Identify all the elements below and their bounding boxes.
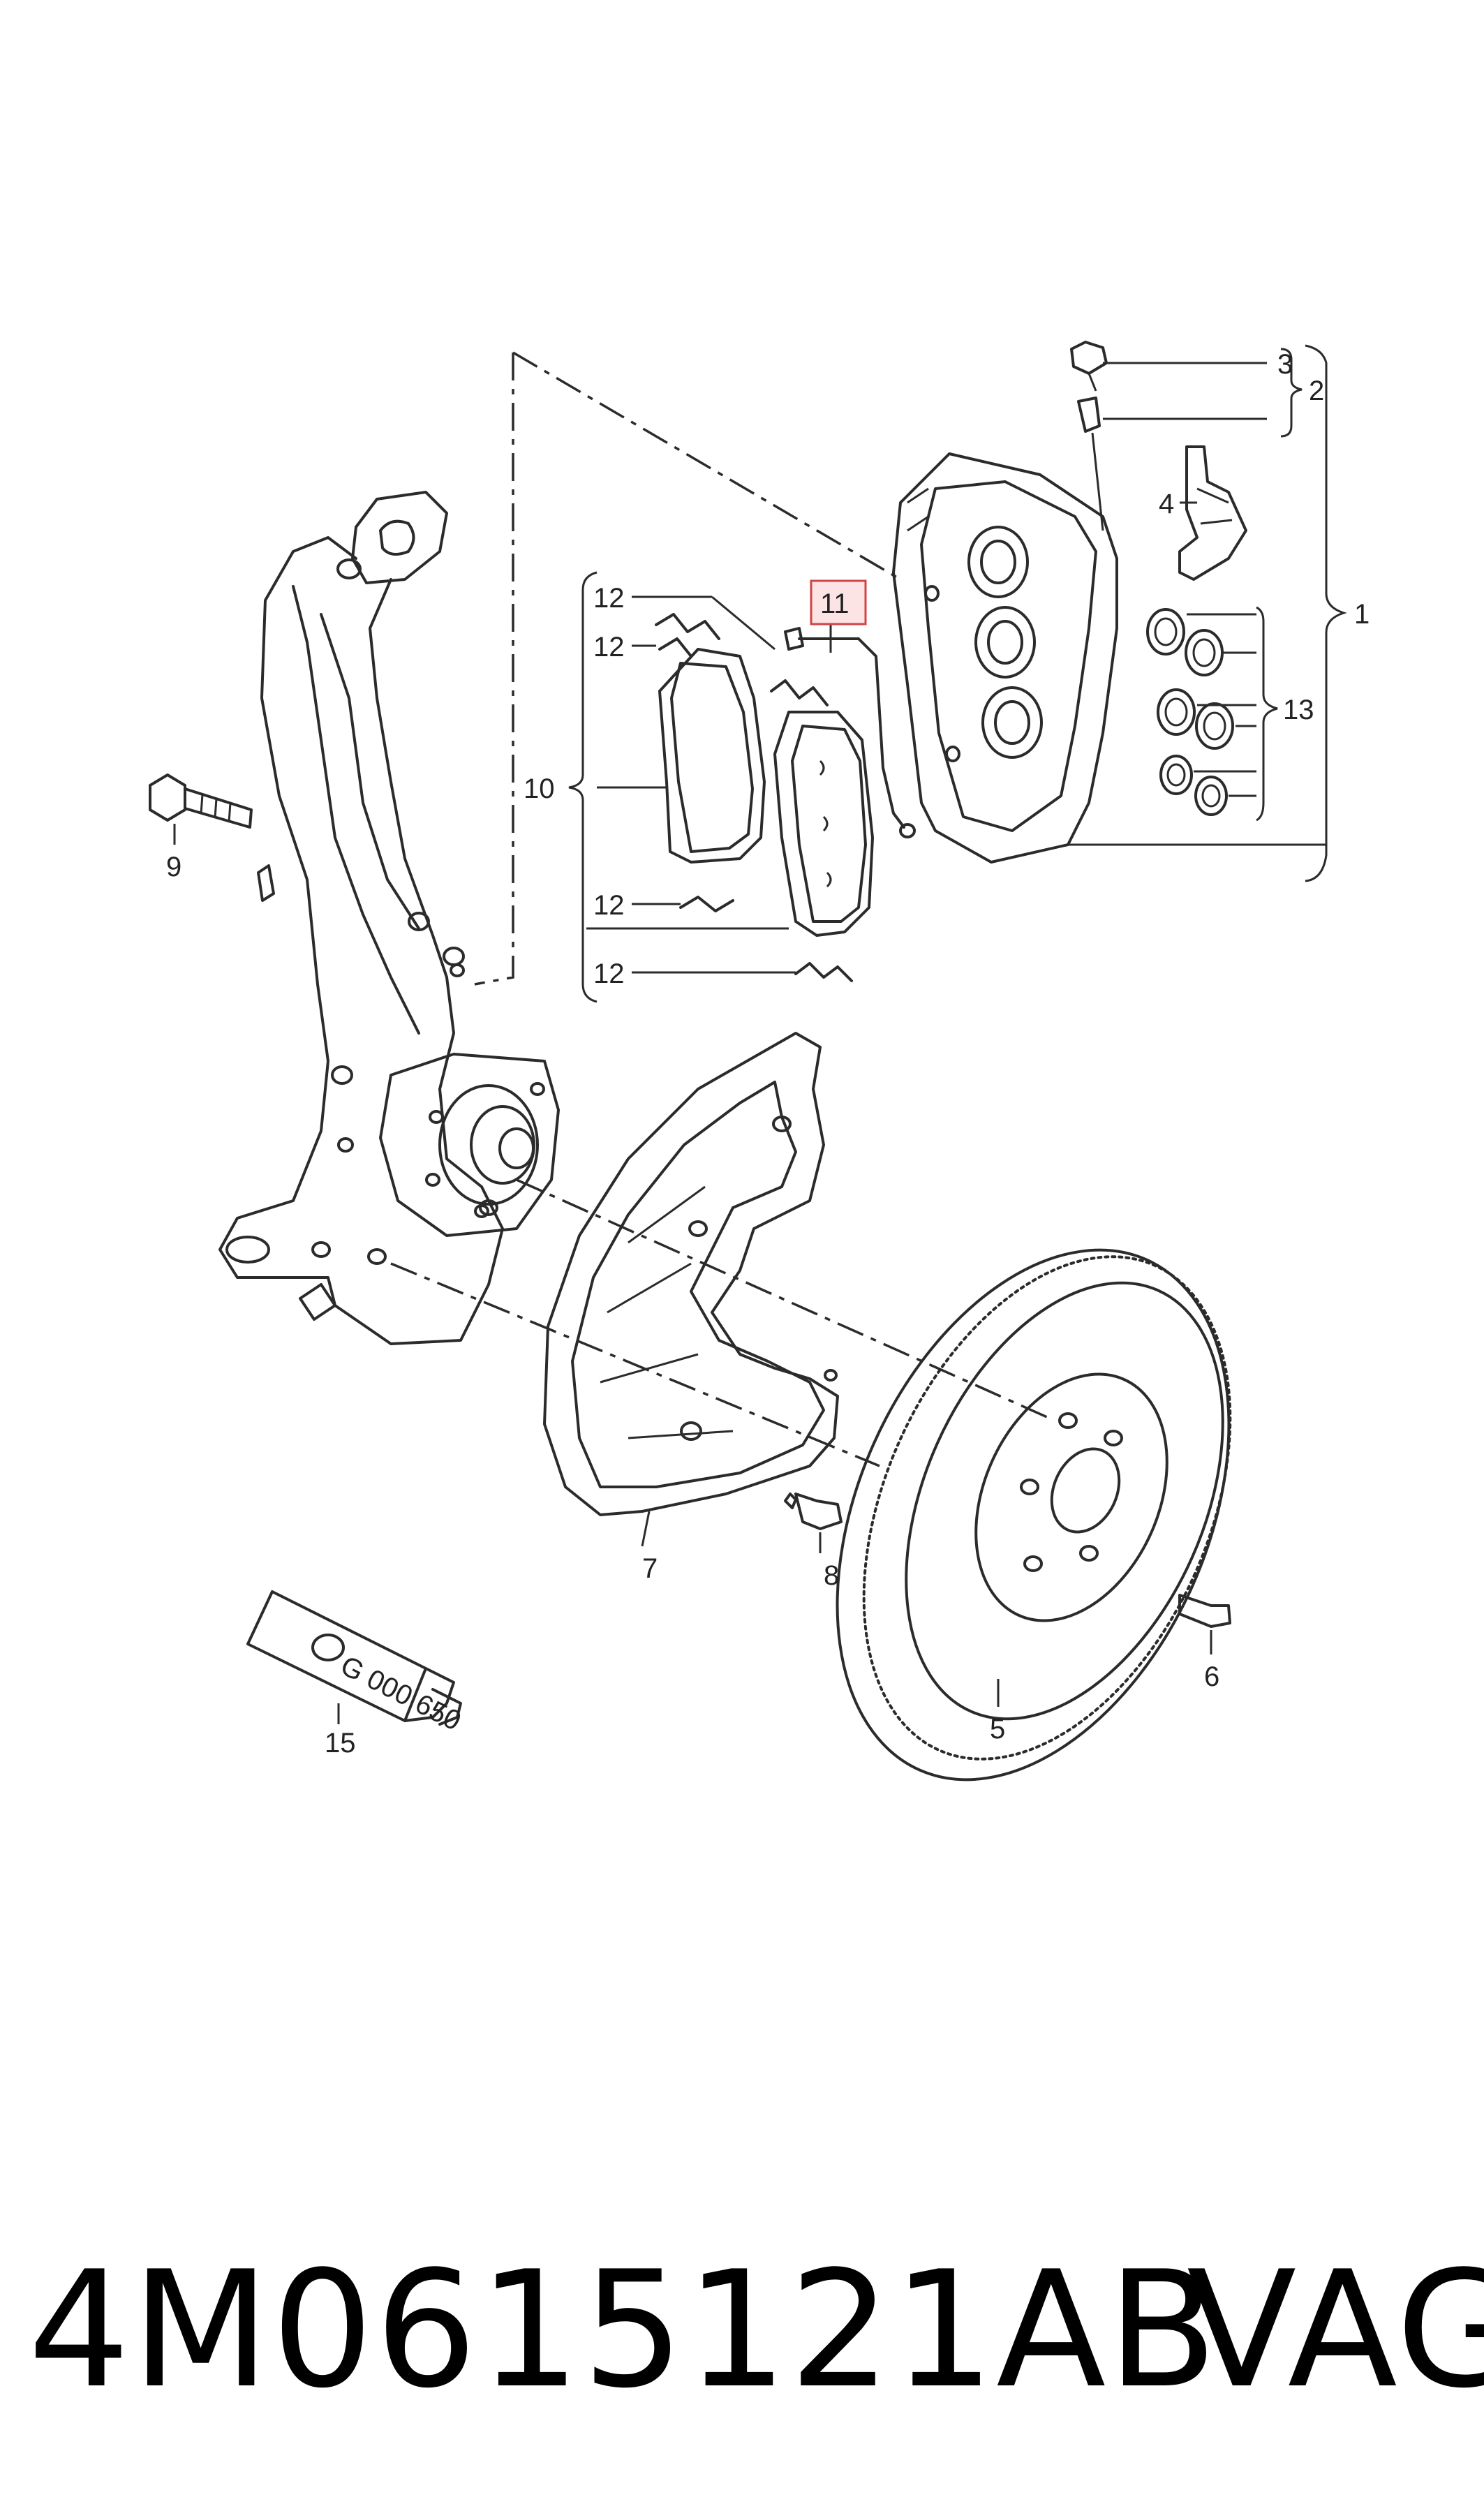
callout-11: 11 — [820, 588, 849, 619]
steering-knuckle — [218, 491, 560, 1345]
assembly-lines — [390, 351, 1048, 1467]
leader-lines — [568, 344, 1347, 1003]
callout-12-bottom: 12 — [593, 958, 625, 989]
callout-labels: 3 2 4 1 13 12 12 10 12 12 11 9 7 8 6 5 1… — [166, 349, 1370, 1758]
brake-backing-plate — [543, 1032, 839, 1547]
callout-4: 4 — [1159, 489, 1174, 519]
callout-7: 7 — [642, 1553, 658, 1584]
callout-12-third: 12 — [593, 890, 625, 921]
pad-clips — [655, 613, 853, 982]
callout-12-top: 12 — [593, 583, 625, 614]
callout-12-second: 12 — [593, 632, 625, 662]
callout-8: 8 — [824, 1560, 839, 1591]
callout-1: 1 — [1354, 599, 1370, 630]
bleeder-valve — [1070, 341, 1108, 531]
spreader-spring — [1178, 445, 1247, 581]
piston-seals — [1146, 608, 1234, 816]
callout-2: 2 — [1309, 376, 1324, 406]
brand-label: VAG — [1187, 2237, 1484, 2424]
bolt-6 — [1178, 1594, 1231, 1654]
brake-disc — [836, 1248, 1232, 1782]
tube-label: G 000 650 — [336, 1650, 466, 1737]
wear-sensor — [784, 627, 916, 838]
exploded-brake-diagram: G 000 650 — [149, 341, 1370, 1782]
callout-13: 13 — [1283, 695, 1314, 725]
bolt-9 — [149, 773, 253, 845]
callout-10: 10 — [524, 773, 555, 804]
brake-pads — [658, 648, 874, 937]
footer: 4M0615121AB VAG — [28, 2237, 1484, 2447]
callout-15: 15 — [325, 1728, 356, 1758]
grease-tube: G 000 650 — [246, 1590, 466, 1737]
callout-6: 6 — [1204, 1661, 1219, 1692]
callout-11-highlight — [810, 579, 867, 625]
brake-caliper — [892, 452, 1118, 864]
bolt-8 — [784, 1493, 843, 1553]
callout-3: 3 — [1277, 349, 1293, 380]
callout-5: 5 — [990, 1714, 1005, 1745]
part-number: 4M0615121AB — [28, 2237, 1219, 2424]
callout-9: 9 — [166, 852, 181, 882]
